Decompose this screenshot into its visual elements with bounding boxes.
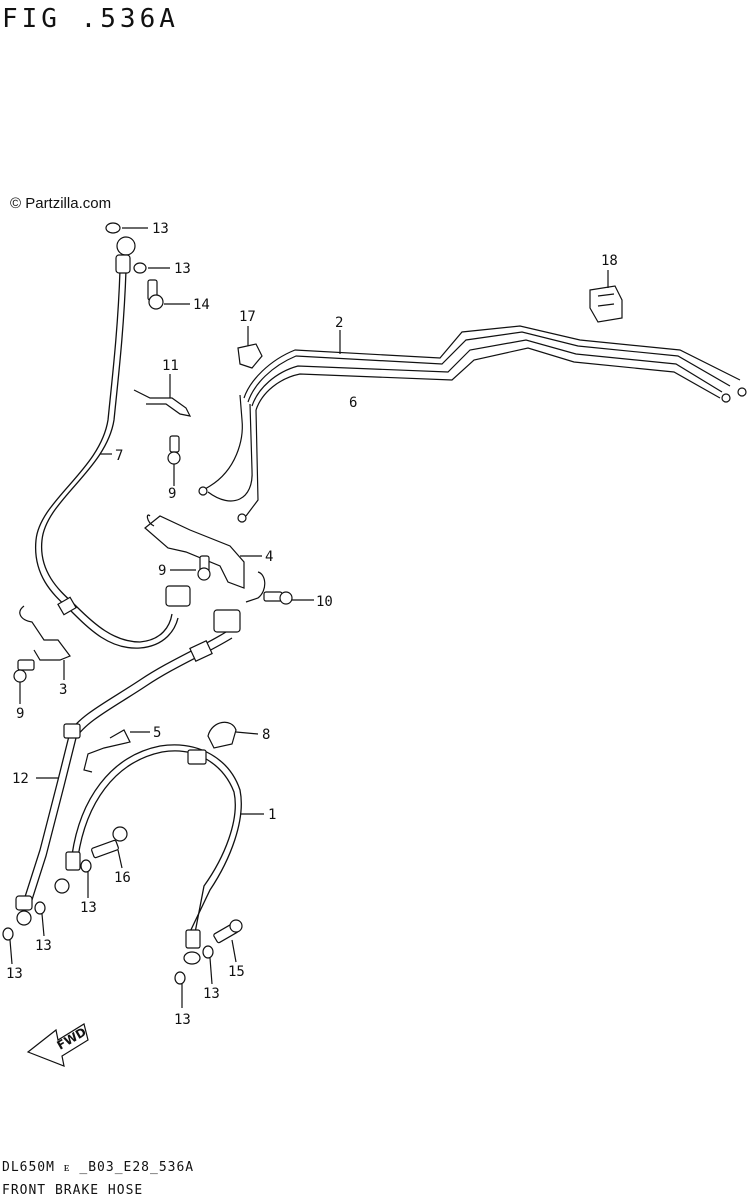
- callout-13-e: 13: [6, 966, 23, 982]
- callout-13-g: 13: [174, 1012, 191, 1028]
- washer-13-f: [202, 945, 214, 959]
- clamp-17: [237, 343, 263, 369]
- callout-9-a: 9: [168, 486, 176, 502]
- callout-9-b: 9: [158, 563, 166, 579]
- hose-end-block-left: [165, 585, 191, 607]
- callout-7: 7: [115, 448, 123, 464]
- hose-end-block-right: [213, 609, 241, 633]
- bolt-16: [91, 826, 128, 859]
- callout-3: 3: [59, 682, 67, 698]
- callout-12: 12: [12, 771, 29, 787]
- hose-12[interactable]: [15, 631, 233, 926]
- washer-13-d: [34, 901, 46, 915]
- pipe-2-6[interactable]: [198, 325, 747, 523]
- callout-13-b: 13: [174, 261, 191, 277]
- callout-13-c: 13: [80, 900, 97, 916]
- callout-4: 4: [265, 549, 273, 565]
- copyright-watermark: © Partzilla.com: [10, 195, 112, 212]
- callout-13-a: 13: [152, 221, 169, 237]
- callout-5: 5: [153, 725, 161, 741]
- callout-8: 8: [262, 727, 270, 743]
- callout-1: 1: [268, 807, 276, 823]
- callout-18: 18: [601, 253, 618, 269]
- bolt-9-lower: [13, 659, 35, 683]
- clamp-11: [133, 389, 192, 417]
- washer-13-e: [2, 927, 14, 941]
- callout-17: 17: [239, 309, 256, 325]
- clamp-18: [589, 285, 623, 323]
- bracket-3: [19, 605, 71, 661]
- callout-16: 16: [114, 870, 131, 886]
- figure-name: FRONT BRAKE HOSE: [2, 1183, 144, 1198]
- hose-7[interactable]: [35, 269, 179, 649]
- banjo-fitting-top: [105, 222, 147, 274]
- callout-10: 10: [316, 594, 333, 610]
- clamp-8: [207, 721, 237, 749]
- fwd-arrow: FWD: [26, 1023, 89, 1067]
- callout-2: 2: [335, 315, 343, 331]
- callout-9-c: 9: [16, 706, 24, 722]
- leader-lines: [9, 227, 609, 1008]
- figure-code: DL650M ᴇ _B03_E28_536A: [2, 1160, 195, 1175]
- washer-13-c: [80, 859, 92, 873]
- bracket-4: [144, 514, 266, 603]
- bolt-9-upper: [167, 435, 181, 465]
- washer-13-g: [174, 971, 186, 985]
- callout-6: 6: [349, 395, 357, 411]
- bolt-10: [263, 591, 293, 605]
- callout-13-f: 13: [203, 986, 220, 1002]
- bolt-9-middle: [197, 555, 211, 581]
- figure-title: FIG .536A: [2, 4, 179, 34]
- callout-14: 14: [193, 297, 210, 313]
- clip-5: [83, 729, 131, 773]
- bolt-14: [147, 279, 164, 310]
- hose-1[interactable]: [54, 744, 242, 965]
- bolt-15: [213, 919, 243, 944]
- callout-15: 15: [228, 964, 245, 980]
- callout-13-d: 13: [35, 938, 52, 954]
- callout-11: 11: [162, 358, 179, 374]
